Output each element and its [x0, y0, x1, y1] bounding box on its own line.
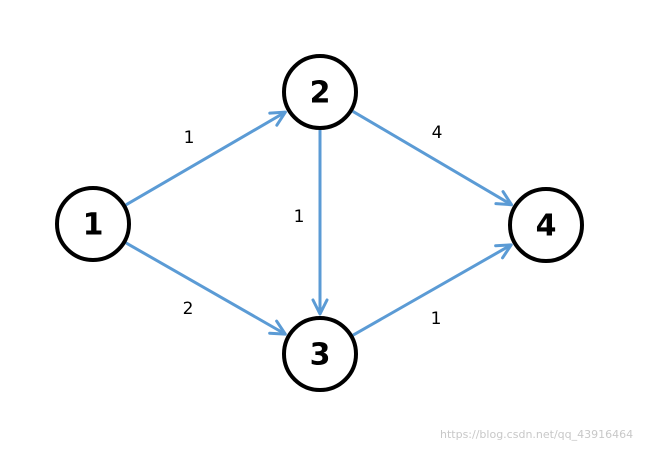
edge-3-4: [352, 243, 513, 337]
edge-line-1-3: [125, 241, 287, 336]
node-circle-1: [55, 186, 131, 262]
edge-2-4: [351, 109, 514, 207]
arrow-head-2-3: [311, 298, 329, 316]
edge-weight-1-2: 1: [184, 128, 195, 148]
node-circle-2: [282, 54, 358, 130]
node-label-2: 2: [310, 76, 331, 111]
arrow-head-3-4: [494, 243, 513, 260]
edge-2-3: [311, 130, 329, 316]
node-circle-4: [508, 187, 584, 263]
node-label-1: 1: [83, 208, 104, 243]
node-circle-3: [282, 316, 358, 392]
arrow-head-1-3: [268, 319, 287, 336]
node-3: 3: [282, 316, 358, 392]
edge-weight-3-4: 1: [431, 309, 442, 329]
node-label-4: 4: [536, 209, 557, 244]
node-2: 2: [282, 54, 358, 130]
edge-weight-2-3: 1: [294, 207, 305, 227]
node-1: 1: [55, 186, 131, 262]
node-4: 4: [508, 187, 584, 263]
edge-line-1-2: [125, 110, 287, 207]
edge-1-2: [125, 110, 287, 207]
edge-weight-1-3: 2: [183, 299, 194, 319]
watermark-text: https://blog.csdn.net/qq_43916464: [440, 428, 634, 441]
edge-line-3-4: [352, 243, 513, 337]
arrow-head-1-2: [268, 110, 287, 127]
edge-line-2-4: [351, 109, 513, 207]
node-label-3: 3: [310, 338, 331, 373]
edge-weight-2-4: 4: [432, 123, 443, 143]
edge-1-3: [125, 241, 287, 336]
arrow-head-2-4: [494, 190, 514, 207]
